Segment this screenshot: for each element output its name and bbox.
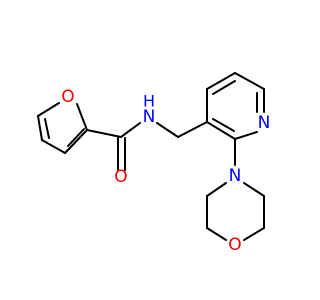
bond-morph-n-c-left [206,182,227,197]
bond-n-ch2 [156,122,179,138]
bond-c2-carbonyl [86,129,122,138]
atom-furan-oxygen: O [61,87,74,107]
bond-furan-c3-c2 [64,129,88,154]
atom-morpholine-oxygen: O [228,235,241,255]
bond-morph-o-c-right [243,227,265,241]
bond-furan-o-c5 [37,102,60,117]
bond-py-c4-c5-double [212,80,236,95]
atom-morpholine-nitrogen: N [229,166,242,186]
pyridine-ring [206,72,265,140]
bond-morph-c-right-n [243,182,265,197]
atom-amide-nitrogen: N [143,107,156,127]
bond-ch2-pyridine [177,121,208,138]
molecule-diagram: O O N H N N O [37,72,271,255]
bond-furan-c2-o [76,103,88,131]
bond-morph-c-o-left [206,227,227,241]
atom-pyridine-nitrogen: N [258,113,271,133]
bond-furan-c3-c2-double [67,128,85,147]
bond-furan-c4-c3 [41,139,66,154]
bond-py-n-c2 [234,131,258,140]
structure-svg: O O N H N N O [37,72,271,255]
bond-py-c2-c3-double [212,118,235,132]
furan-ring [37,102,88,154]
bond-furan-c5-c4-double [44,118,50,139]
bond-py-c5-c6 [234,72,265,90]
bond-py-c4-c5 [206,72,236,90]
amide-linker [86,121,208,171]
atom-carbonyl-oxygen: O [114,167,127,187]
morpholine-ring [206,138,265,241]
bond-furan-c5-c4 [37,115,43,141]
atom-amide-hydrogen: H [143,92,155,111]
bond-py-c2-c3 [206,121,236,140]
bond-carbonyl-n [120,122,141,138]
